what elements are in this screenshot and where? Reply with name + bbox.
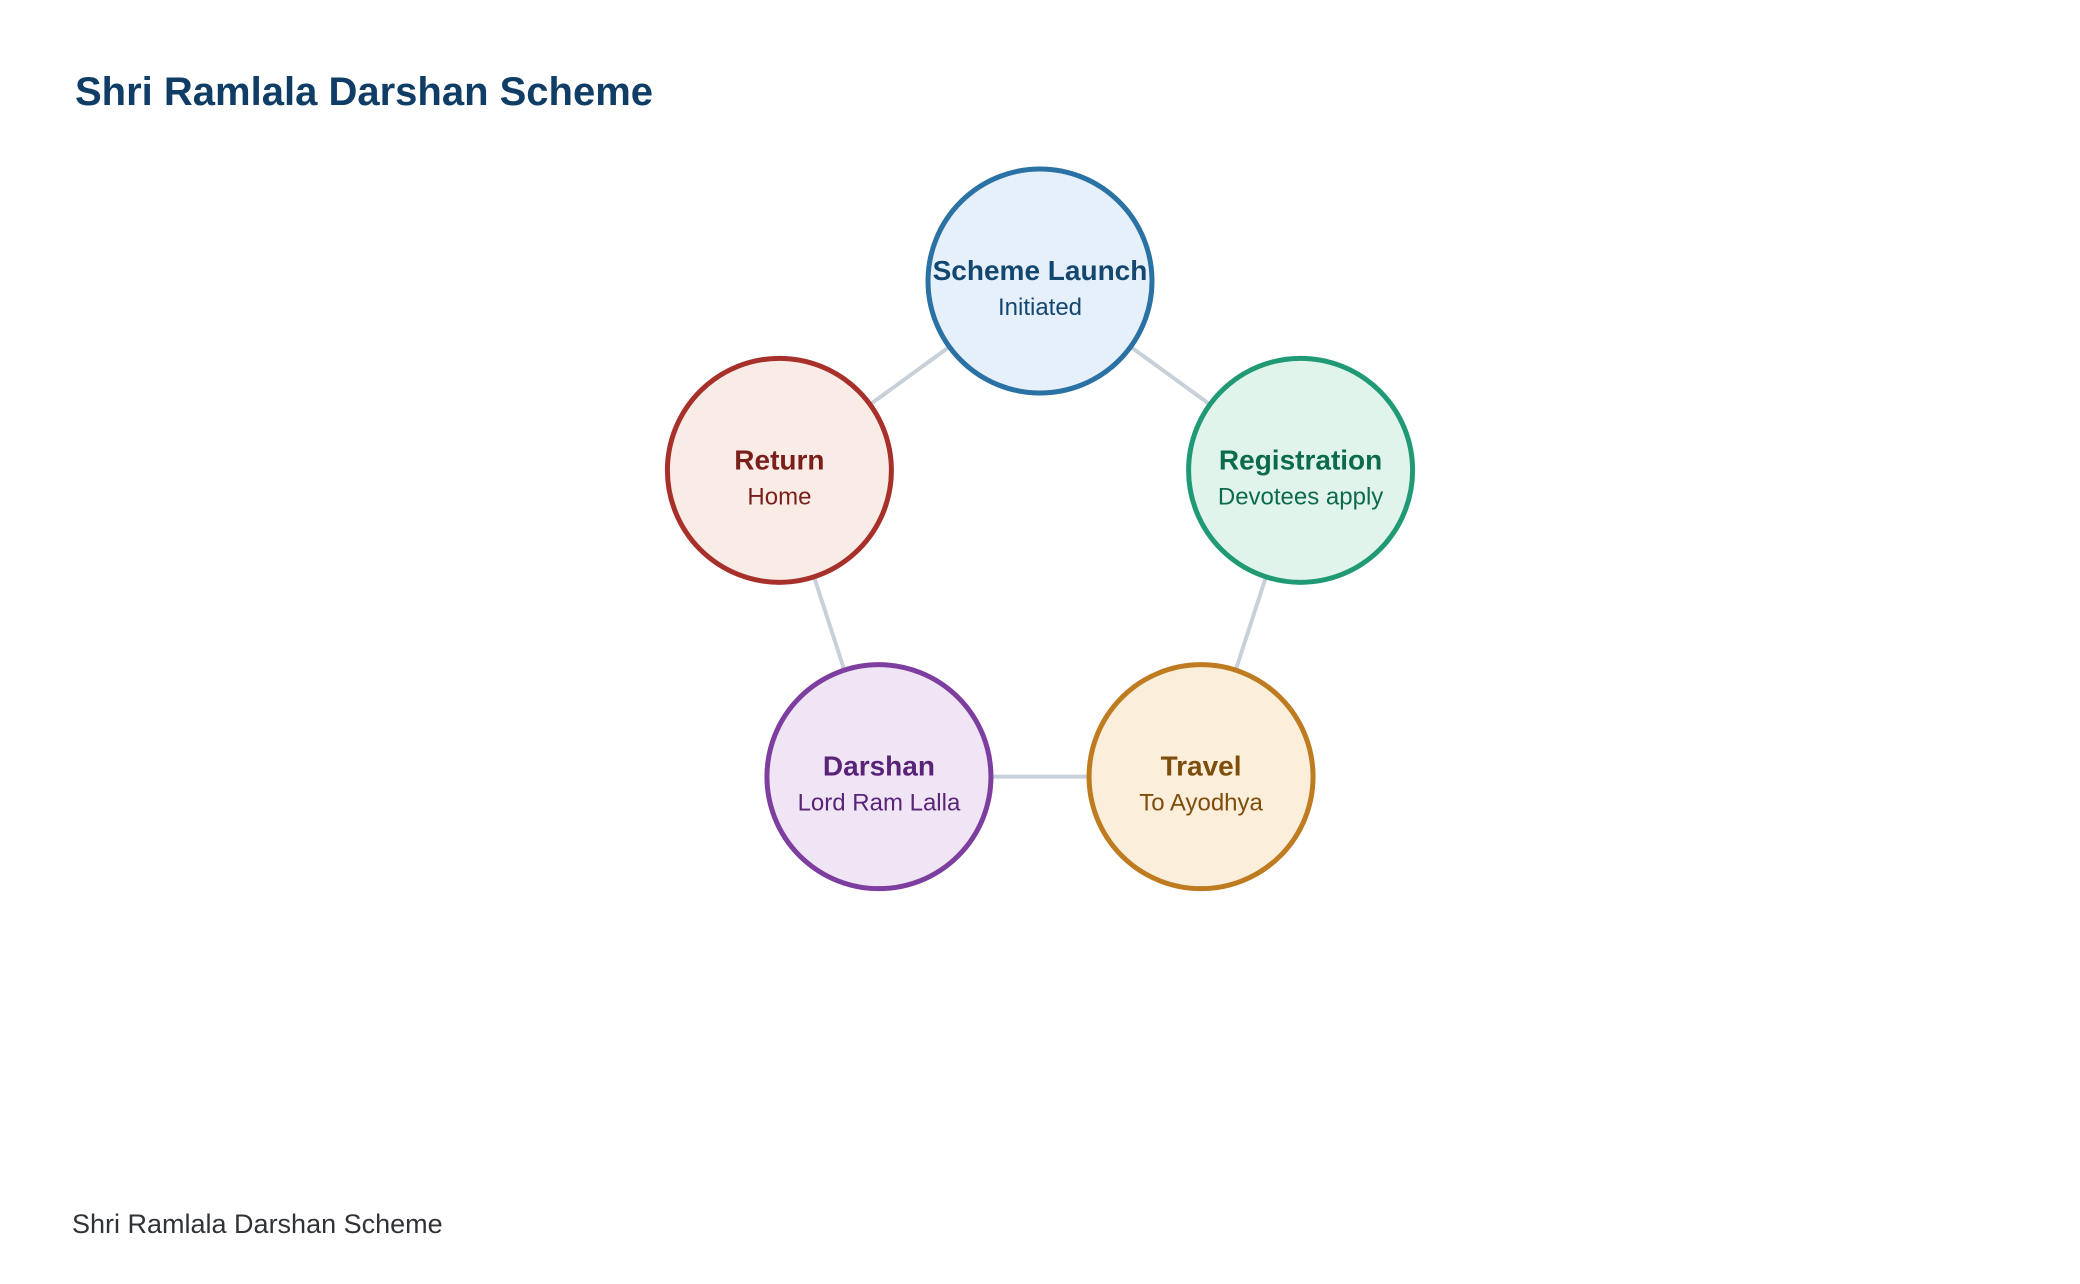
page-title: Shri Ramlala Darshan Scheme bbox=[75, 70, 654, 114]
node-subtitle: Home bbox=[747, 483, 811, 510]
node-subtitle: Lord Ram Lalla bbox=[798, 790, 961, 817]
node-title: Darshan bbox=[823, 751, 935, 782]
node-travel: Travel To Ayodhya bbox=[1086, 662, 1316, 892]
node-circle bbox=[1186, 355, 1416, 585]
node-title: Registration bbox=[1219, 444, 1382, 475]
nodes-layer: Scheme LaunchInitiatedRegistrationDevote… bbox=[664, 166, 1416, 892]
node-subtitle: Devotees apply bbox=[1218, 483, 1383, 510]
node-title: Scheme Launch bbox=[933, 255, 1148, 286]
node-title: Travel bbox=[1161, 751, 1242, 782]
node-subtitle: To Ayodhya bbox=[1139, 790, 1263, 817]
node-circle bbox=[764, 662, 994, 892]
node-circle bbox=[1086, 662, 1316, 892]
node-title: Return bbox=[734, 444, 824, 475]
node-subtitle: Initiated bbox=[998, 294, 1082, 321]
node-circle bbox=[664, 355, 894, 585]
node-circle bbox=[925, 166, 1155, 396]
footer-caption: Shri Ramlala Darshan Scheme bbox=[72, 1209, 443, 1239]
